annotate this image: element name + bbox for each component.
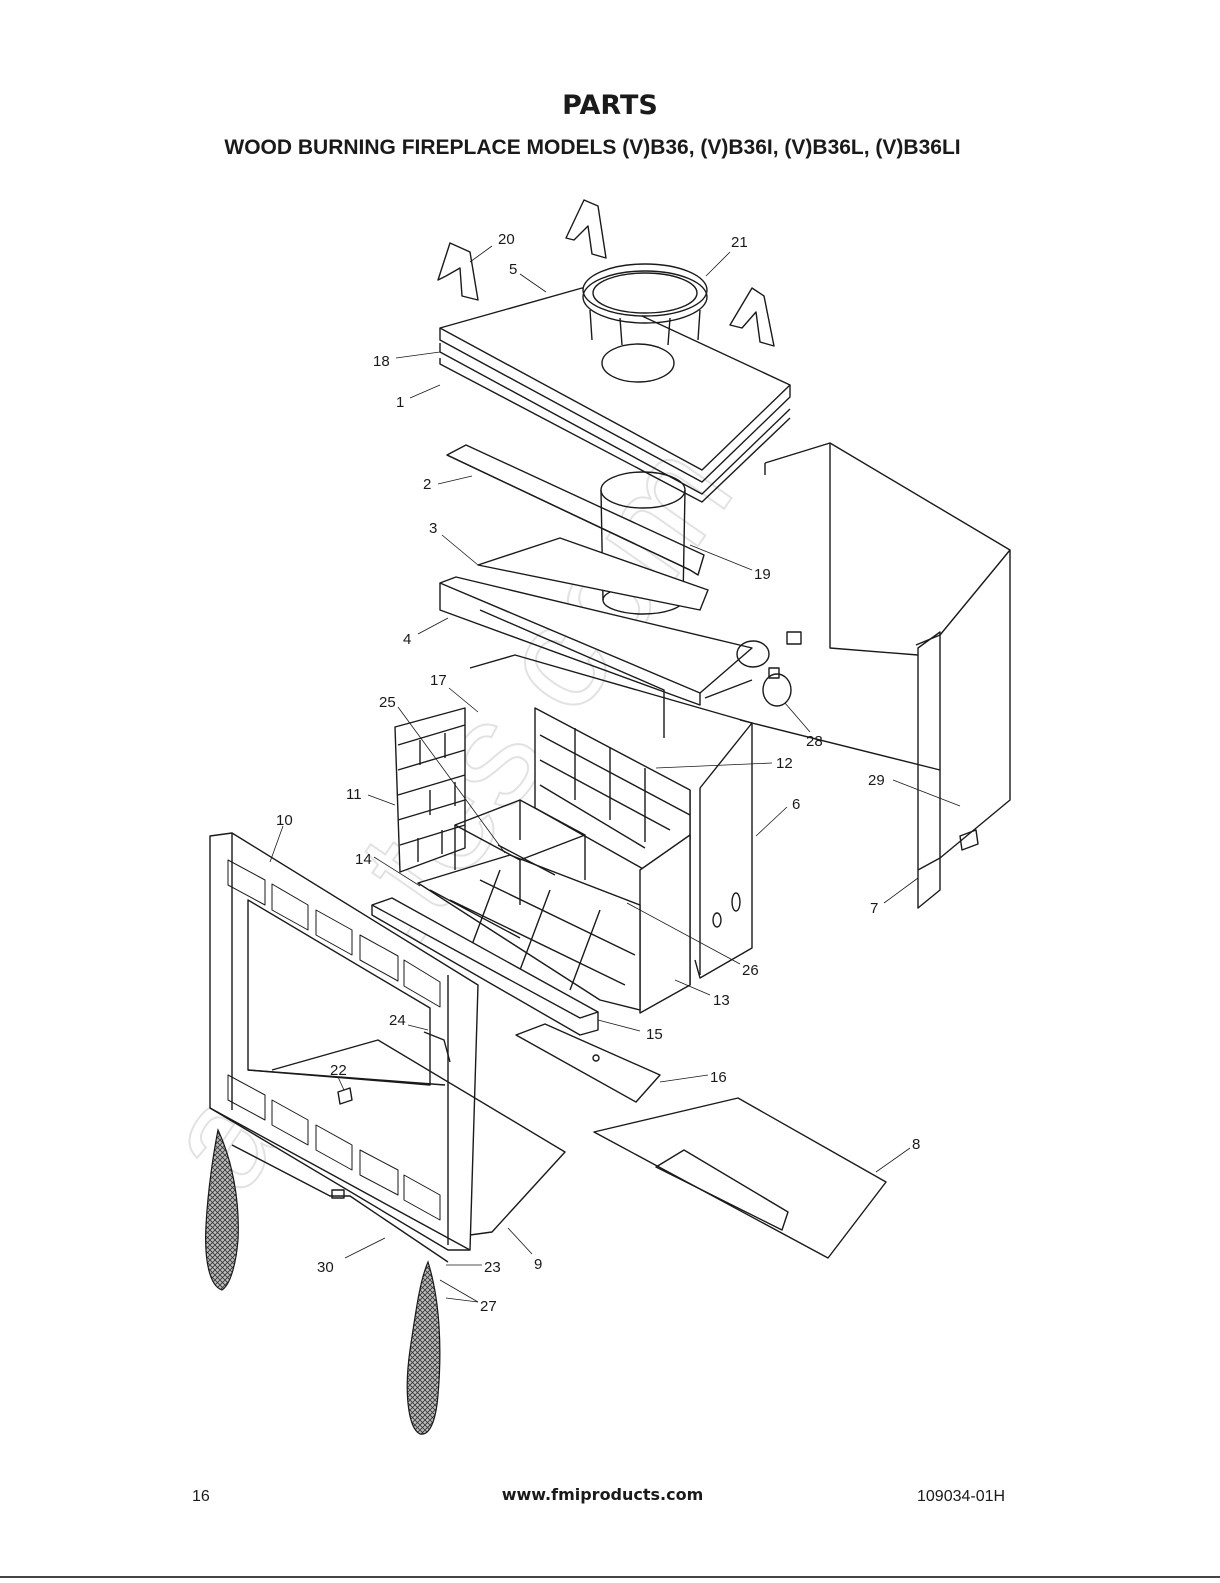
callout-30: 30 — [317, 1259, 334, 1276]
callout-2: 2 — [423, 476, 431, 493]
callout-22: 22 — [330, 1062, 347, 1079]
callout-18: 18 — [373, 353, 390, 370]
callout-27: 27 — [480, 1298, 497, 1315]
callout-1: 1 — [396, 394, 404, 411]
callout-20: 20 — [498, 231, 515, 248]
document-number: 109034-01H — [917, 1488, 1005, 1506]
callout-19: 19 — [754, 566, 771, 583]
callout-4: 4 — [403, 631, 411, 648]
callout-17: 17 — [430, 672, 447, 689]
callout-15: 15 — [646, 1026, 663, 1043]
bottom-rule — [0, 1576, 1220, 1578]
callout-10: 10 — [276, 812, 293, 829]
base-plate-part-8 — [594, 1098, 886, 1258]
callout-16: 16 — [710, 1069, 727, 1086]
callout-8: 8 — [912, 1136, 920, 1153]
website-link[interactable]: www.fmiproducts.com — [0, 1485, 1205, 1504]
callout-24: 24 — [389, 1012, 406, 1029]
callout-25: 25 — [379, 694, 396, 711]
callout-7: 7 — [870, 900, 878, 917]
callout-6: 6 — [792, 796, 800, 813]
callout-9: 9 — [534, 1256, 542, 1273]
ash-plate-part-16 — [516, 1024, 660, 1102]
callout-23: 23 — [484, 1259, 501, 1276]
callout-12: 12 — [776, 755, 793, 772]
callout-14: 14 — [355, 851, 372, 868]
side-panel-part-7 — [918, 632, 978, 908]
callout-29: 29 — [868, 772, 885, 789]
callout-11: 11 — [346, 786, 362, 803]
callout-3: 3 — [429, 520, 437, 537]
callout-28: 28 — [806, 733, 823, 750]
callout-21: 21 — [731, 234, 748, 251]
callout-13: 13 — [713, 992, 730, 1009]
callout-26: 26 — [742, 962, 759, 979]
callout-5: 5 — [509, 261, 517, 278]
